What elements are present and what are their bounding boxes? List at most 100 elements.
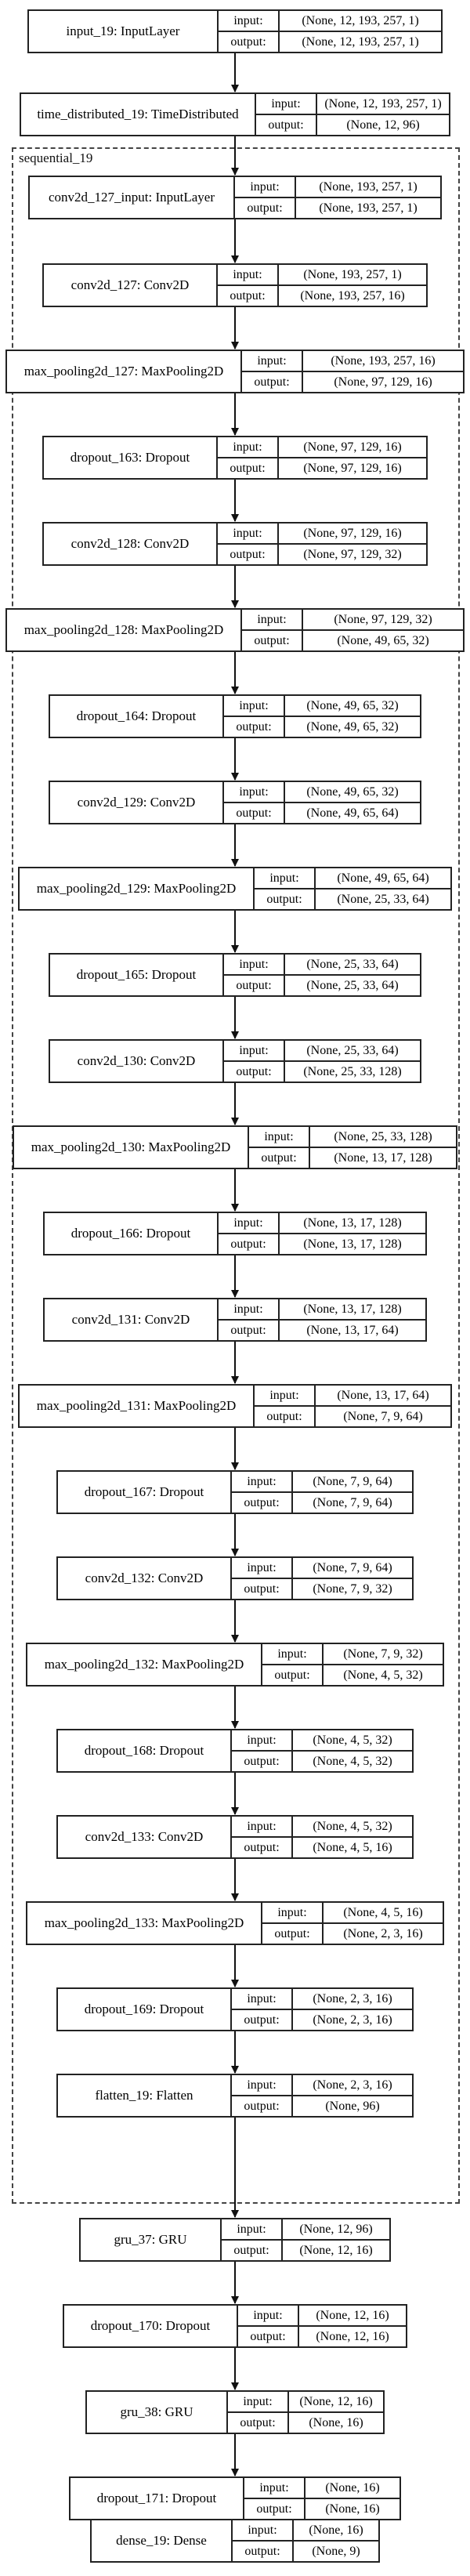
layer-output-key: output:	[232, 1838, 293, 1857]
layer-input-shape: (None, 97, 129, 16)	[303, 526, 402, 540]
layer-input-row: input:(None, 16)	[233, 2520, 378, 2540]
layer-input-key: input:	[218, 437, 279, 457]
layer-output-key: output:	[249, 1148, 310, 1168]
layer-output-row: output:(None, 25, 33, 64)	[224, 974, 420, 995]
layer-output-key: output:	[255, 889, 316, 909]
layer-name: conv2d_133: Conv2D	[58, 1817, 232, 1857]
layer-input-shape: (None, 12, 16)	[299, 2394, 373, 2408]
layer-input-row: input:(None, 12, 16)	[238, 2306, 406, 2325]
layer-name: flatten_19: Flatten	[58, 2075, 232, 2116]
layer-input-shape: (None, 25, 33, 64)	[306, 957, 399, 971]
layer-output-shape: (None, 7, 9, 64)	[313, 1495, 392, 1509]
layer-name: conv2d_132: Conv2D	[58, 1558, 232, 1599]
layer-input-shape: (None, 13, 17, 128)	[303, 1216, 402, 1230]
layer-input-row: input: (None, 7, 9, 64)	[232, 1558, 412, 1578]
layer-input-key: input:	[224, 696, 285, 716]
layer-input-key: input:	[228, 2392, 289, 2411]
layer-name: dropout_164: Dropout	[50, 696, 224, 737]
layer-input-row: input:(None, 97, 129, 16)	[218, 524, 426, 543]
layer-output-key: output:	[232, 1579, 293, 1599]
layer-input-key: input:	[224, 955, 285, 974]
layer-input-key: input:	[232, 2075, 293, 2095]
layer-input-key: input:	[222, 2219, 283, 2239]
layer-output-key: output:	[232, 1493, 293, 1513]
layer-input-key: input:	[219, 1299, 280, 1319]
layer-output-shape: (None, 49, 65, 32)	[337, 633, 429, 647]
layer-input-shape: (None, 7, 9, 64)	[313, 1560, 392, 1574]
layer-input-row: input: (None, 12, 16)	[228, 2392, 383, 2411]
layer-output-shape: (None, 49, 65, 64)	[306, 806, 399, 820]
layer-output-key: output:	[218, 286, 279, 306]
layer-input-row: input:(None, 193, 257, 16)	[242, 351, 463, 371]
layer-input-key: input:	[232, 1558, 293, 1578]
layer-output-row: output: (None, 13, 17, 128)	[249, 1147, 456, 1168]
layer-output-shape: (None, 13, 17, 128)	[334, 1150, 432, 1165]
layer-input-row: input:(None, 12, 193, 257, 1)	[256, 94, 449, 114]
layer-input-key: input:	[242, 610, 303, 629]
layer-name: time_distributed_19: TimeDistributed	[21, 94, 256, 135]
layer-input-shape: (None, 97, 129, 16)	[303, 440, 402, 454]
layer-name: dropout_167: Dropout	[58, 1472, 232, 1513]
layer-input-row: input:(None, 12, 96)	[222, 2219, 389, 2239]
layer-output-shape: (None, 49, 65, 32)	[306, 719, 399, 734]
layer-output-shape: (None, 4, 5, 32)	[343, 1668, 423, 1682]
layer-name: dropout_163: Dropout	[44, 437, 218, 478]
layer-input-shape: (None, 193, 257, 16)	[331, 353, 436, 368]
layer-input-row: input:(None, 4, 5, 32)	[232, 1817, 412, 1836]
layer-input-row: input:(None, 7, 9, 32)	[262, 1644, 443, 1664]
layer-output-key: output:	[262, 1924, 324, 1944]
layer-input-row: input:(None, 193, 257, 1)	[235, 177, 440, 197]
layer-name: max_pooling2d_132: MaxPooling2D	[27, 1644, 262, 1685]
sequential-group-label: sequential_19	[19, 150, 93, 165]
layer-output-shape: (None, 2, 3, 16)	[343, 1926, 423, 1940]
layer-output-shape: (None, 193, 257, 16)	[300, 288, 405, 303]
layer-input-shape: (None, 16)	[325, 2480, 380, 2494]
layer-input-row: input:(None, 25, 33, 128)	[249, 1127, 456, 1147]
layer-name: conv2d_127_input: InputLayer	[30, 177, 235, 218]
layer-output-shape: (None, 97, 129, 32)	[303, 547, 402, 561]
layer-output-row: output:(None, 13, 17, 64)	[219, 1319, 425, 1340]
layer-output-row: output:(None, 49, 65, 32)	[242, 629, 463, 650]
layer-output-row: output:(None, 96)	[232, 2095, 412, 2116]
layer-output-key: output:	[222, 2241, 283, 2260]
layer-name: conv2d_127: Conv2D	[44, 265, 218, 306]
layer-output-shape: (None, 97, 129, 16)	[334, 375, 432, 389]
layer-input-row: input:(None, 49, 65, 32)	[224, 696, 420, 716]
layer-output-row: output:(None, 7, 9, 32)	[232, 1578, 412, 1599]
layer-output-row: output:(None, 97, 129, 16)	[242, 371, 463, 392]
layer-output-shape: (None, 13, 17, 128)	[303, 1237, 402, 1251]
layer-input-shape: (None, 49, 65, 64)	[337, 871, 429, 885]
layer-input-shape: (None, 13, 17, 128)	[303, 1302, 402, 1316]
layer-input-row: input:(None, 25, 33, 64)	[224, 1041, 420, 1060]
layer-name: dense_19: Dense	[92, 2520, 233, 2561]
layer-input-shape: (None, 193, 257, 1)	[303, 267, 402, 281]
layer-input-row: input:(None, 13, 17, 64)	[255, 1386, 450, 1405]
layer-input-key: input:	[255, 868, 316, 888]
layer-name: dropout_170: Dropout	[64, 2306, 238, 2346]
layer-input-shape: (None, 12, 16)	[316, 2308, 389, 2322]
layer-output-shape: (None, 97, 129, 16)	[303, 461, 402, 475]
layer-output-shape: (None, 25, 33, 64)	[337, 892, 429, 906]
layer-input-shape: (None, 4, 5, 32)	[313, 1819, 392, 1833]
layer-output-key: output:	[256, 115, 317, 135]
layer-input-shape: (None, 13, 17, 64)	[337, 1388, 429, 1402]
layer-output-key: output:	[218, 545, 279, 564]
layer-input-key: input:	[219, 1213, 280, 1233]
layer-output-shape: (None, 12, 193, 257, 1)	[302, 34, 419, 49]
layer-output-key: output:	[232, 1752, 293, 1771]
